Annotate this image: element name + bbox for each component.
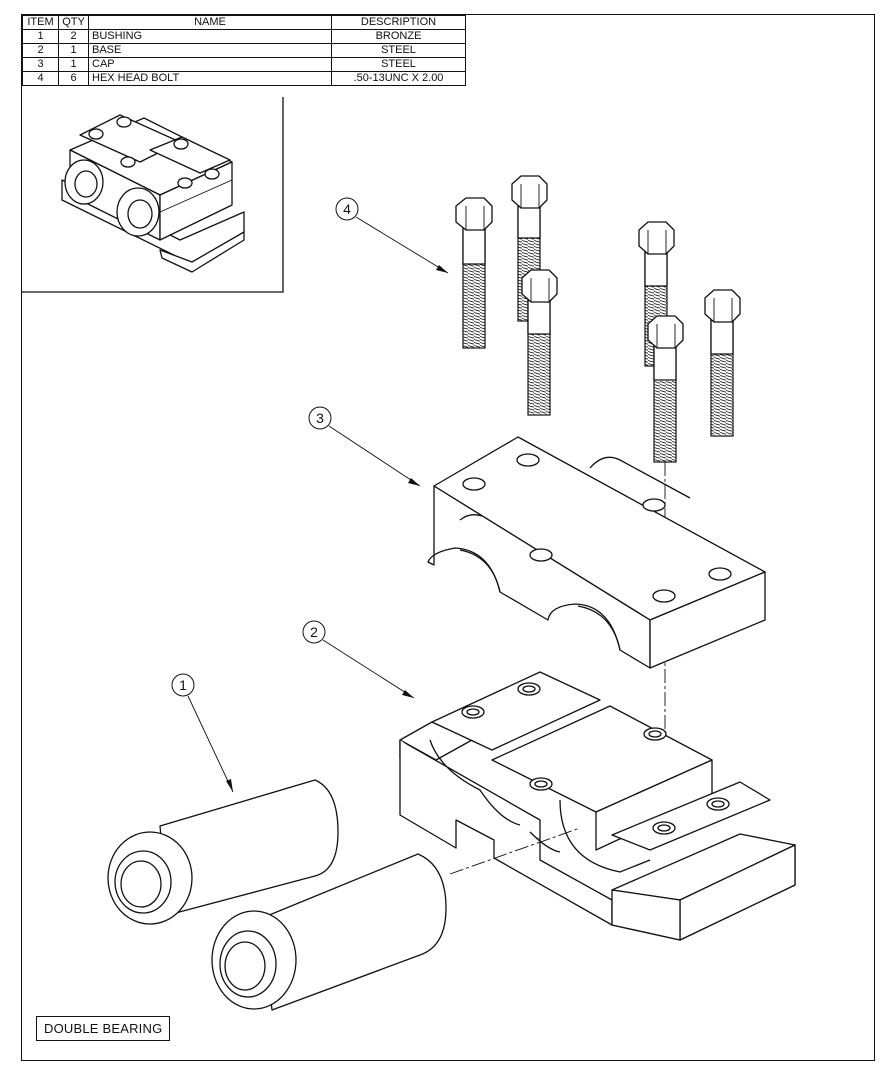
bolt: [455, 197, 493, 349]
header-description: DESCRIPTION: [331, 15, 466, 30]
bolt: [647, 315, 684, 463]
cell-qty: 1: [58, 57, 89, 72]
drawing-title: DOUBLE BEARING: [36, 1016, 171, 1041]
cell-item: 4: [22, 71, 59, 86]
svg-text:1: 1: [179, 677, 187, 693]
cell-description: STEEL: [331, 57, 466, 72]
assembled-view-inset: [22, 97, 284, 293]
cell-item: 2: [22, 43, 59, 58]
parts-list-header-row: ITEM QTY NAME DESCRIPTION: [22, 15, 466, 30]
table-row: 3 1 CAP STEEL: [22, 57, 466, 72]
balloon-item-1: 1: [171, 673, 234, 793]
hex-head-bolts: [455, 175, 741, 463]
cell-description: BRONZE: [331, 29, 466, 44]
header-qty: QTY: [58, 15, 89, 30]
bushing: [107, 779, 339, 925]
balloon-item-4: 4: [335, 197, 449, 274]
cell-name: BASE: [88, 43, 332, 58]
bushing: [211, 853, 447, 1011]
cell-qty: 6: [58, 71, 89, 86]
sheet-border: [21, 14, 875, 1061]
cap-part: [427, 436, 766, 669]
cell-description: .50-13UNC X 2.00: [331, 71, 466, 86]
svg-text:3: 3: [316, 410, 324, 426]
cell-name: CAP: [88, 57, 332, 72]
bushings: [107, 779, 581, 1011]
bolt: [521, 269, 558, 416]
table-row: 1 2 BUSHING BRONZE: [22, 29, 466, 44]
cell-qty: 1: [58, 43, 89, 58]
cell-description: STEEL: [331, 43, 466, 58]
table-row: 4 6 HEX HEAD BOLT .50-13UNC X 2.00: [22, 71, 466, 86]
cell-name: HEX HEAD BOLT: [88, 71, 332, 86]
cell-name: BUSHING: [88, 29, 332, 44]
balloon-item-3: 3: [308, 406, 421, 487]
svg-text:4: 4: [343, 201, 351, 217]
table-row: 2 1 BASE STEEL: [22, 43, 466, 58]
svg-text:2: 2: [310, 624, 318, 640]
base-part: [399, 671, 796, 941]
bolt: [704, 289, 741, 437]
parts-list-table: ITEM QTY NAME DESCRIPTION 1 2 BUSHING BR…: [22, 15, 466, 86]
header-name: NAME: [88, 15, 332, 30]
header-item: ITEM: [22, 15, 59, 30]
cell-item: 3: [22, 57, 59, 72]
cell-item: 1: [22, 29, 59, 44]
cell-qty: 2: [58, 29, 89, 44]
balloon-item-2: 2: [302, 620, 415, 699]
